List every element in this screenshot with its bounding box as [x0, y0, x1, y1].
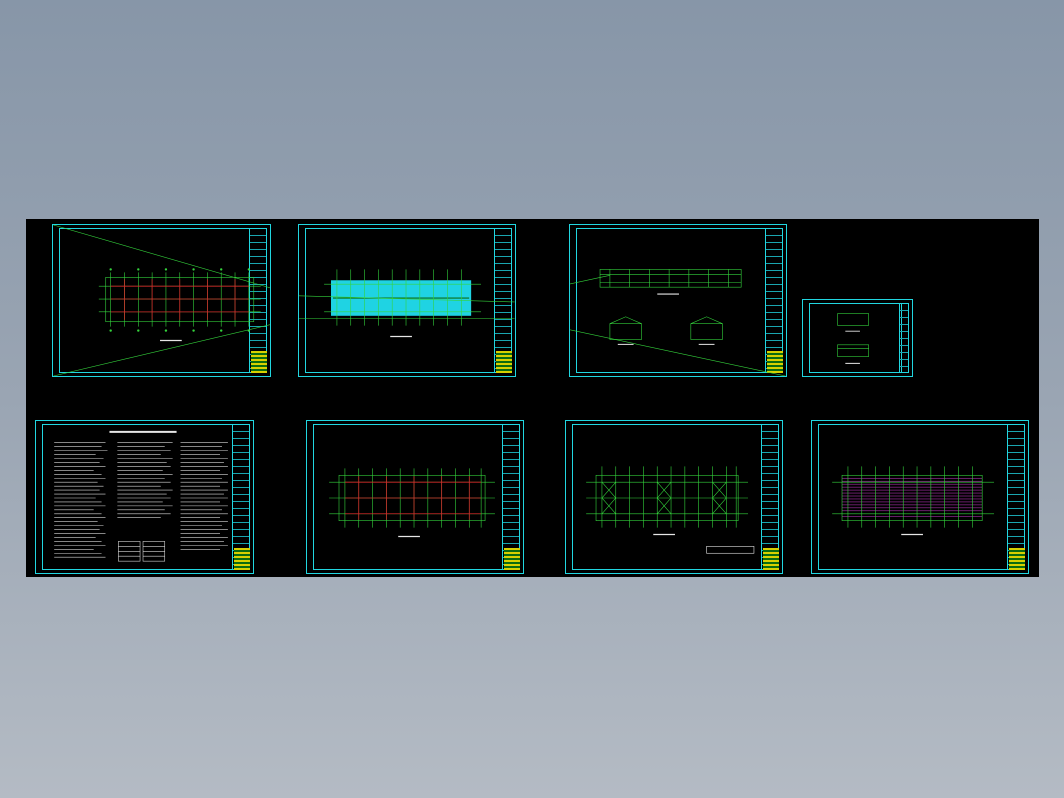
drawing-sheet-plan-2-selected[interactable] [298, 224, 516, 377]
title-block-stamp [763, 548, 779, 570]
bracing-drawing [586, 466, 755, 554]
title-block-stamp [504, 548, 520, 570]
drawing-sheet-plan-3[interactable] [306, 420, 524, 574]
drawing-sheet-plan-1[interactable] [52, 224, 271, 377]
title-block-stamp [1009, 548, 1025, 570]
plan-drawing [329, 468, 495, 538]
title-block [899, 303, 909, 373]
drawing-sheet-purlin-plan[interactable] [811, 420, 1029, 574]
title-block-stamp [234, 548, 250, 570]
purlin-drawing [832, 466, 995, 536]
cad-model-space[interactable] [26, 219, 1039, 577]
plan-drawing [299, 269, 515, 338]
drawing-sheet-bracing-plan[interactable] [565, 420, 783, 574]
detail-drawing [837, 313, 869, 364]
notes-text-block [54, 430, 228, 562]
title-block-stamp [767, 351, 783, 373]
title-block-stamp [251, 351, 267, 373]
plan-drawing [53, 225, 270, 376]
drawing-sheet-elevations[interactable] [569, 224, 787, 377]
title-block-stamp [496, 351, 512, 373]
drawing-sheet-design-notes[interactable] [35, 420, 254, 574]
drawing-sheet-small-detail[interactable] [802, 299, 913, 377]
elevation-drawing [570, 269, 786, 376]
